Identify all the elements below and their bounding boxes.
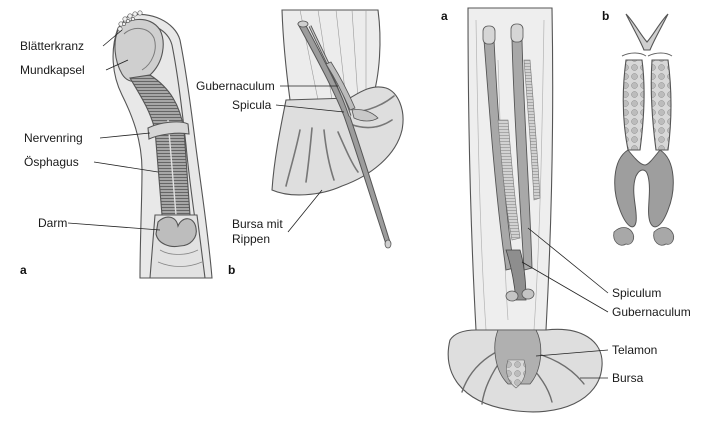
label-bursa: Bursa: [612, 371, 644, 385]
label-gubernaculum-right: Gubernaculum: [612, 305, 691, 319]
right-panel-b-letter: b: [602, 9, 609, 23]
right-panel-a-letter: a: [441, 9, 448, 23]
nerve-ring: [147, 121, 190, 140]
gubernaculum-right: [505, 249, 535, 302]
spicule-column-right: [650, 59, 672, 151]
gubernaculum: [325, 61, 356, 111]
spicule-fork: [625, 13, 669, 51]
label-darm: Darm: [38, 216, 67, 230]
label-bursa-mit: Bursa mit: [232, 217, 283, 231]
label-spiculum: Spiculum: [612, 286, 661, 300]
spicule-hooks: [613, 227, 674, 246]
leaf-crown: [117, 10, 143, 32]
label-blaetterkranz: Blätterkranz: [20, 39, 84, 53]
label-telamon: Telamon: [612, 343, 657, 357]
label-mundkapsel: Mundkapsel: [20, 63, 85, 77]
label-oesophagus: Ösphagus: [24, 155, 79, 169]
spicule-loop: [614, 149, 674, 228]
label-rippen: Rippen: [232, 232, 270, 246]
right-panel-b-spicule-detail: b: [602, 9, 674, 246]
oesophagus: [129, 74, 191, 216]
left-panel-b-male-posterior: b Gubernaculum Spicula Bursa mit Rippen: [196, 9, 404, 277]
left-panel-a-anterior-end: a Blätterkranz Mundkapsel Nervenring Ösp…: [20, 10, 213, 279]
left-panel-b-letter: b: [228, 263, 235, 277]
label-nervenring: Nervenring: [24, 131, 83, 145]
label-spicula: Spicula: [232, 98, 272, 112]
spicule-column-left: [622, 59, 645, 151]
label-gubernaculum-left: Gubernaculum: [196, 79, 275, 93]
bursal-rays: [285, 95, 395, 187]
left-panel-a-letter: a: [20, 263, 27, 277]
intestine: [149, 214, 206, 279]
right-panel-a-bursa-ventral: a Spiculum Gubernaculum Telamon Bursa: [441, 7, 691, 413]
